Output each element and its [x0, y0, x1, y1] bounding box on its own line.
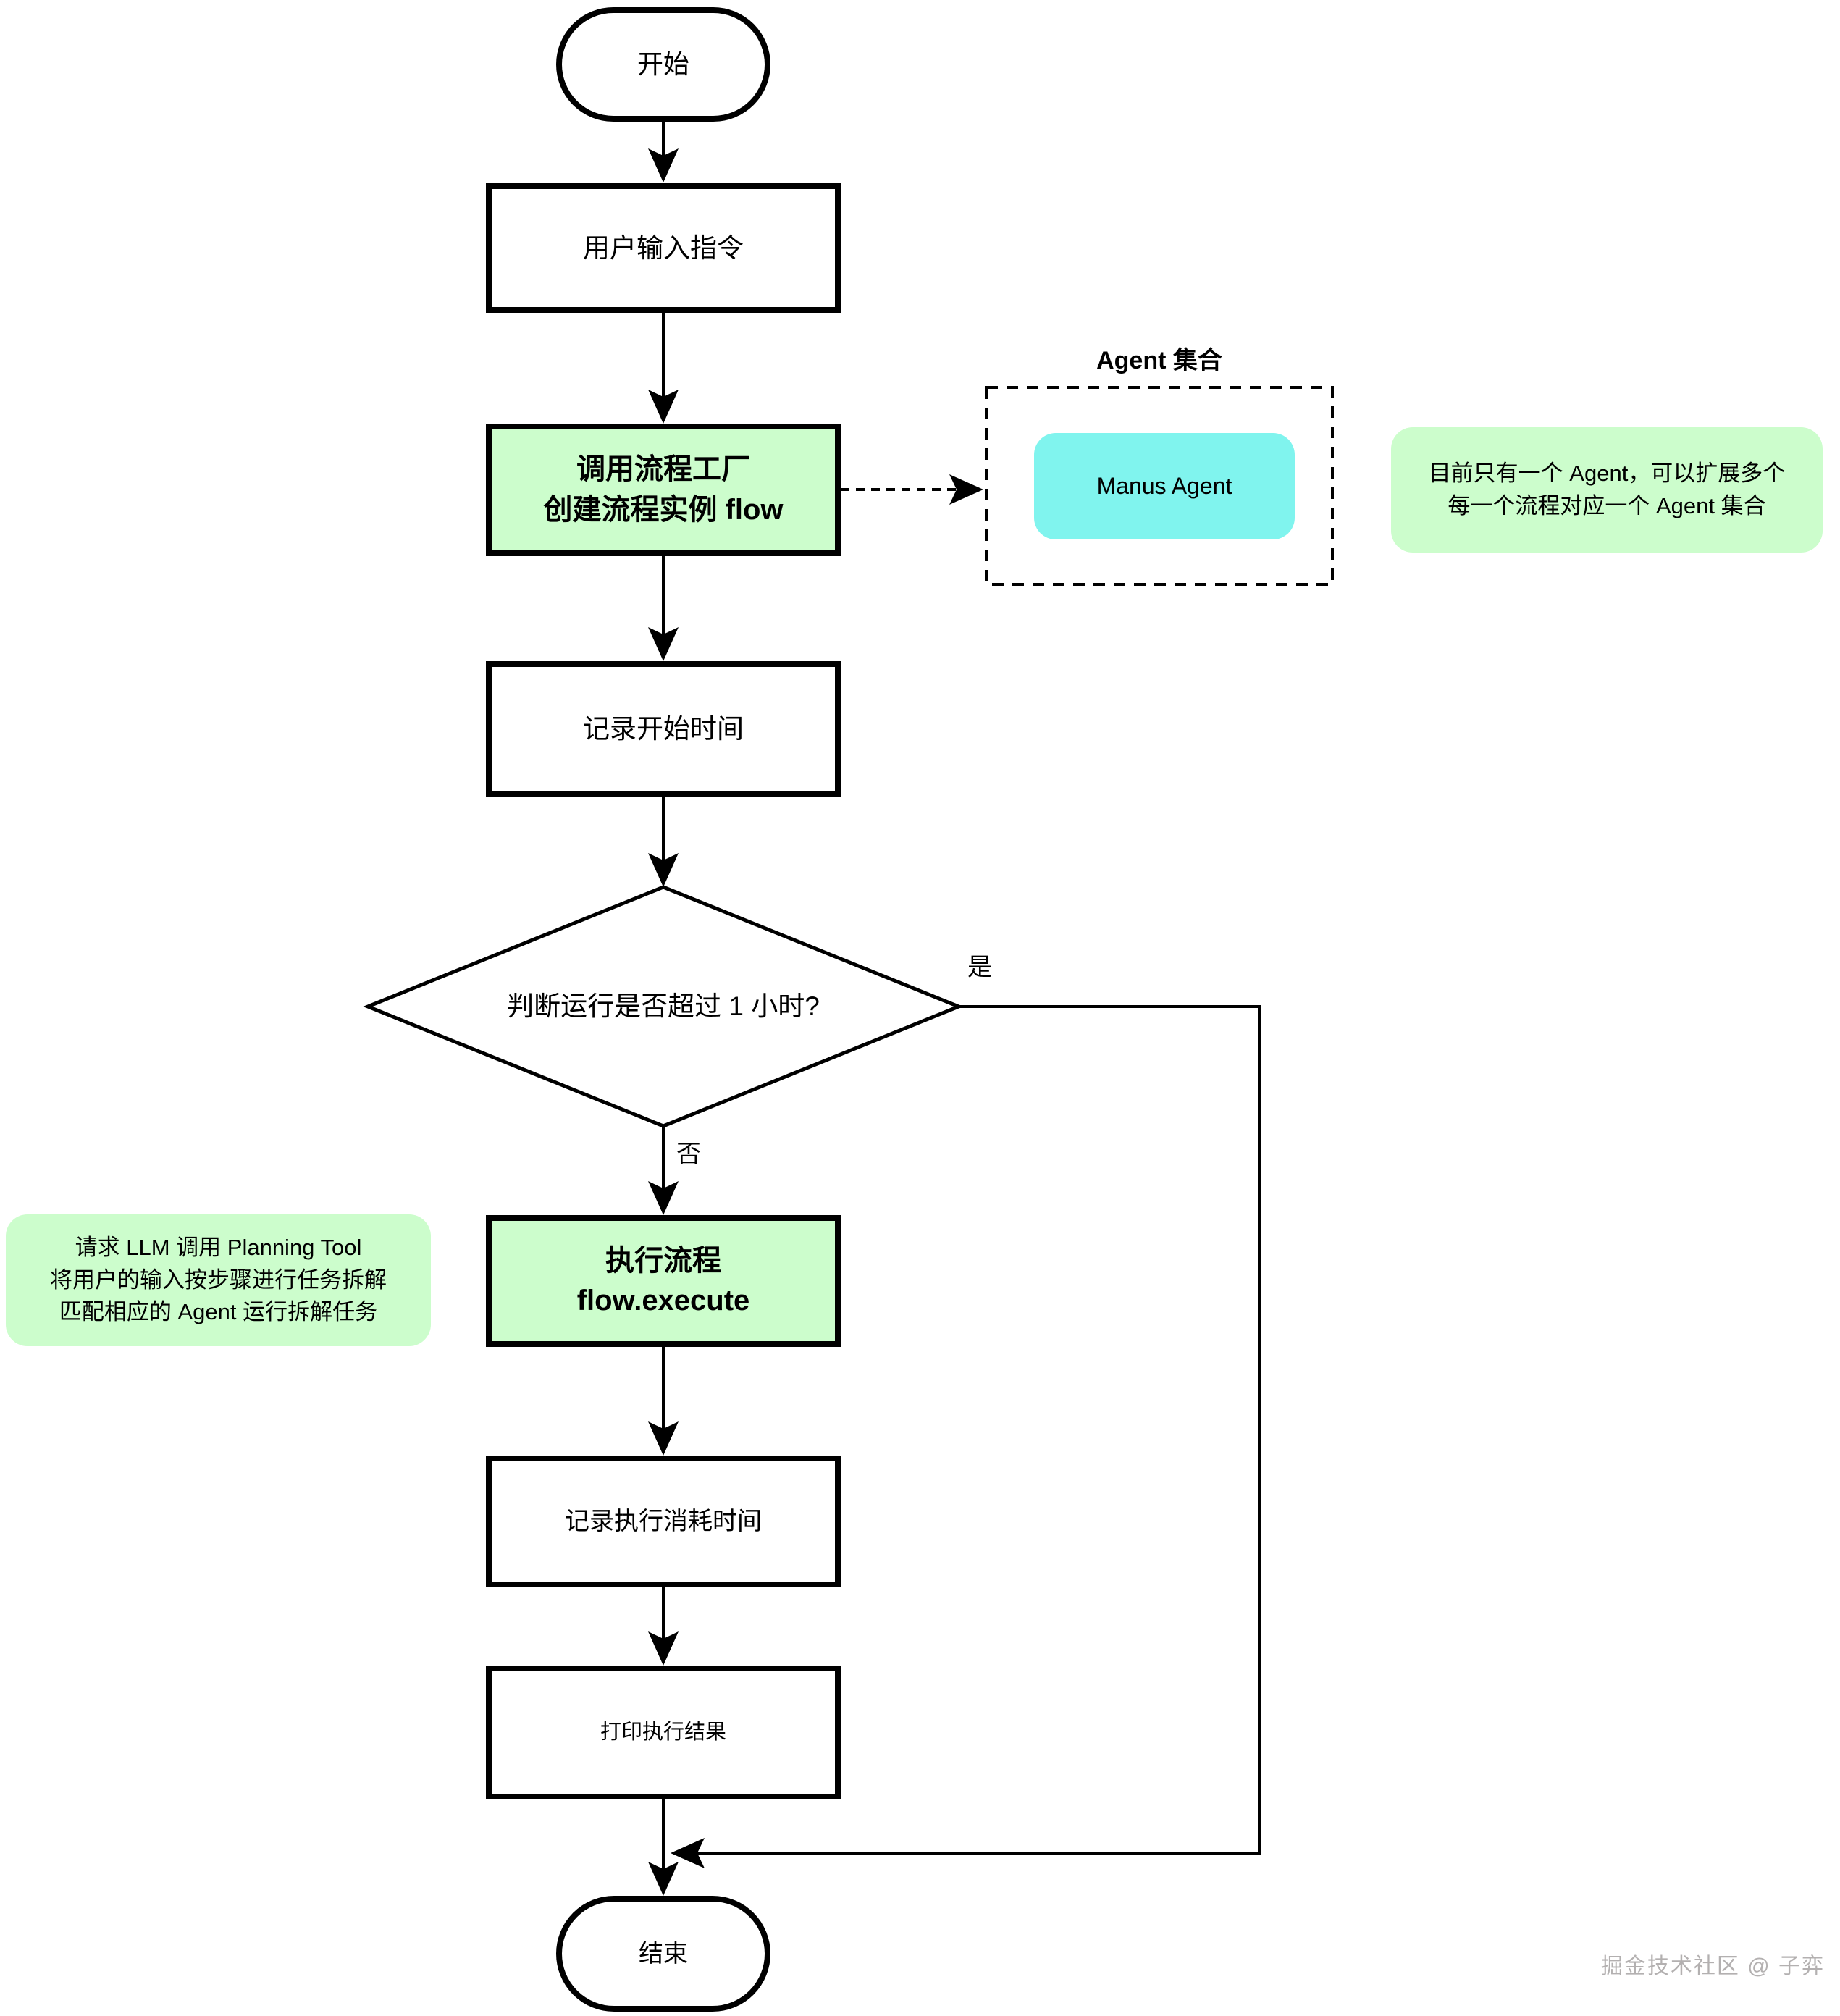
node-user-input-label: 用户输入指令: [583, 232, 744, 263]
node-print-result: 打印执行结果: [486, 1666, 841, 1799]
note-agent-extension-line2: 每一个流程对应一个 Agent 集合: [1448, 492, 1766, 518]
arrowhead-down-icon: [648, 148, 679, 182]
edge-decision-end-yes: [684, 1005, 1261, 1855]
node-start: 开始: [556, 7, 770, 122]
node-record-start-time: 记录开始时间: [486, 661, 841, 797]
node-record-elapsed-time-label: 记录执行消耗时间: [565, 1507, 762, 1535]
agent-group-border: [985, 386, 1334, 586]
footer-credit: 掘金技术社区 @ 子弈: [1600, 1954, 1825, 1978]
agent-group-title-label: Agent 集合: [1096, 347, 1222, 375]
node-execute-flow-line2: flow.execute: [576, 1285, 750, 1316]
note-agent-extension-line1: 目前只有一个 Agent，可以扩展多个: [1428, 460, 1786, 486]
note-agent-extension: 目前只有一个 Agent，可以扩展多个 每一个流程对应一个 Agent 集合: [1391, 427, 1823, 553]
note-planning-tool: 请求 LLM 调用 Planning Tool 将用户的输入按步骤进行任务拆解 …: [6, 1214, 431, 1346]
node-end: 结束: [556, 1896, 770, 2012]
node-end-label: 结束: [639, 1939, 688, 1967]
arrowhead-down-icon: [648, 1862, 679, 1896]
arrowhead-down-icon: [648, 1421, 679, 1456]
node-execute-flow: 执行流程 flow.execute: [486, 1215, 841, 1347]
node-manus-agent: Manus Agent: [1034, 433, 1295, 539]
node-record-elapsed-time: 记录执行消耗时间: [486, 1456, 841, 1587]
agent-group-title: Agent 集合: [986, 340, 1332, 378]
node-flow-factory: 调用流程工厂 创建流程实例 flow: [486, 424, 841, 556]
node-print-result-label: 打印执行结果: [600, 1721, 726, 1744]
node-decision-timeout-label: 判断运行是否超过 1 小时?: [507, 991, 820, 1022]
node-execute-flow-line1: 执行流程: [605, 1244, 721, 1277]
arrowhead-down-icon: [648, 1181, 679, 1215]
arrowhead-down-icon: [648, 627, 679, 661]
node-user-input: 用户输入指令: [486, 183, 841, 313]
arrowhead-down-icon: [648, 853, 679, 887]
arrowhead-left-icon: [671, 1838, 705, 1868]
branch-label-no: 否: [676, 1141, 701, 1168]
node-flow-factory-line1: 调用流程工厂: [576, 453, 750, 486]
branch-label-yes: 是: [967, 954, 992, 981]
note-planning-tool-line3: 匹配相应的 Agent 运行拆解任务: [59, 1299, 378, 1325]
note-planning-tool-line2: 将用户的输入按步骤进行任务拆解: [50, 1267, 387, 1293]
node-start-label: 开始: [637, 49, 689, 80]
note-planning-tool-line1: 请求 LLM 调用 Planning Tool: [75, 1234, 362, 1260]
node-flow-factory-line2: 创建流程实例 flow: [543, 493, 784, 526]
arrowhead-right-icon: [949, 474, 983, 505]
node-manus-agent-label: Manus Agent: [1096, 473, 1232, 500]
arrowhead-down-icon: [648, 1631, 679, 1666]
node-decision-timeout: 判断运行是否超过 1 小时?: [374, 894, 953, 1119]
arrowhead-down-icon: [648, 390, 679, 424]
node-record-start-time-label: 记录开始时间: [583, 713, 744, 744]
